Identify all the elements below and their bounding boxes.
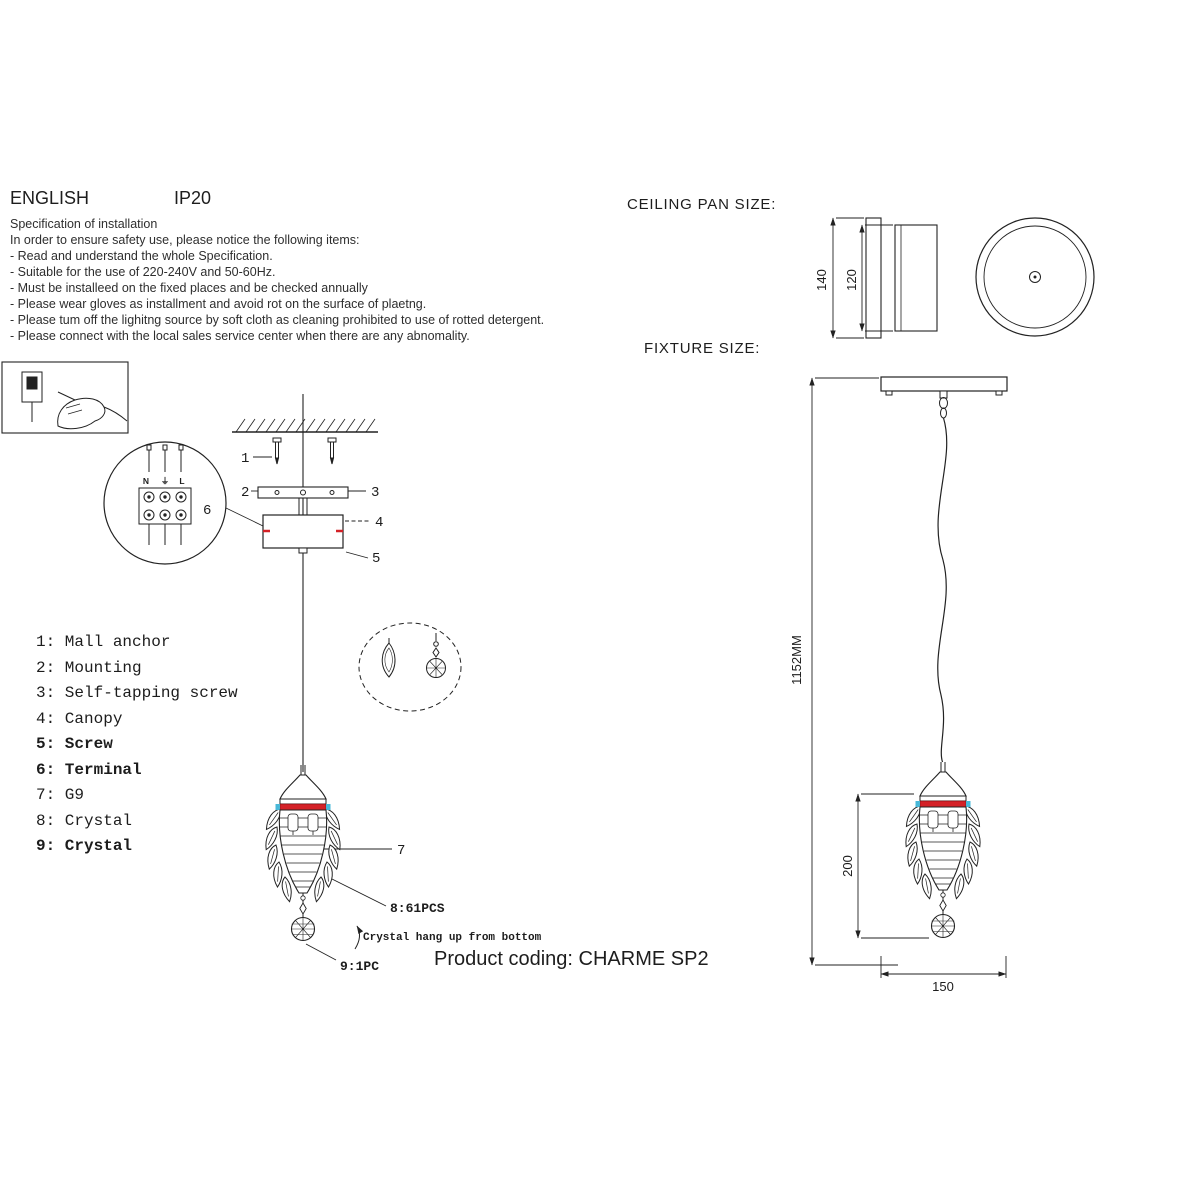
pan-dimensions [830, 217, 893, 339]
terminal-ground-label: ⏚ [161, 476, 170, 486]
dim-pan-inner: 120 [844, 269, 859, 291]
terminal-detail: N ⏚ L 6 [103, 441, 264, 565]
bottom-crystal-label: 9:1PC [340, 959, 379, 974]
installation-diagram: 1 2 3 4 5 7 8:61PCS Crystal hang up from… [232, 394, 542, 974]
canopy [262, 498, 344, 554]
callout-6: 6 [203, 503, 211, 519]
part-item: 2: Mounting [36, 658, 142, 677]
ceiling-pan-side-view [865, 217, 938, 339]
callout-7: 7 [397, 843, 405, 859]
dim-lamp-width: 150 [932, 979, 954, 994]
pendant-lamp-install [266, 765, 341, 941]
spec-item: - Must be installeed on the fixed places… [10, 281, 368, 295]
callout-4: 4 [375, 515, 383, 531]
part-item: 6: Terminal [36, 760, 142, 779]
spec-item: - Suitable for the use of 220-240V and 5… [10, 265, 276, 279]
crystal-note: Crystal hang up from bottom [363, 932, 542, 944]
ceiling [232, 418, 378, 433]
terminal-n-label: N [143, 476, 149, 486]
fixture-title: FIXTURE SIZE: [644, 340, 761, 357]
callout-3: 3 [371, 485, 379, 501]
spec-item: - Read and understand the whole Specific… [10, 249, 273, 263]
wall-anchor-screws [272, 437, 337, 465]
spec-intro: In order to ensure safety use, please no… [10, 233, 360, 247]
spec-item: - Please tum off the lighitng source by … [10, 313, 545, 327]
crystal-detail [358, 622, 462, 712]
part-item: 1: Mall anchor [36, 633, 171, 651]
terminal-block [138, 487, 192, 525]
part-item: 7: G9 [36, 786, 85, 804]
pendant-lamp-fixture [906, 762, 981, 938]
language-label: ENGLISH [10, 188, 90, 208]
part-item: 8: Crystal [36, 811, 133, 830]
crystal-note-arrow [354, 925, 364, 950]
dim-overall: 1152MM [789, 635, 804, 685]
ip-rating-label: IP20 [174, 188, 212, 208]
power-off-illustration [1, 361, 129, 434]
part-item: 9: Crystal [36, 837, 133, 855]
fixture-wire [937, 417, 948, 763]
spec-item: - Please wear gloves as installment and … [10, 297, 427, 311]
spec-title: Specification of installation [10, 217, 158, 231]
mounting-bracket [257, 486, 349, 499]
ceiling-pan-top-view [975, 217, 1095, 337]
ceiling-pan-title: CEILING PAN SIZE: [627, 196, 777, 213]
callout-leaders [251, 456, 392, 961]
dim-pan-height: 140 [814, 269, 829, 291]
callout-2: 2 [241, 485, 249, 501]
specification-block: Specification of installation In order t… [10, 216, 544, 344]
callout-5: 5 [372, 551, 380, 567]
part-item: 4: Canopy [36, 709, 123, 728]
crystal-count-label: 8:61PCS [390, 901, 445, 916]
parts-list: 1: Mall anchor 2: Mounting 3: Self-tappi… [36, 630, 238, 860]
product-coding: Product coding: CHARME SP2 [434, 948, 709, 970]
callout-1: 1 [241, 451, 249, 467]
spec-item: - Please connect with the local sales se… [10, 329, 470, 343]
part-item: 3: Self-tapping screw [36, 684, 238, 702]
part-item: 5: Screw [36, 735, 113, 753]
terminal-l-label: L [179, 476, 184, 486]
dim-lamp-height: 200 [840, 855, 855, 877]
fixture-drawing: 1152MM 200 150 [789, 376, 1008, 994]
